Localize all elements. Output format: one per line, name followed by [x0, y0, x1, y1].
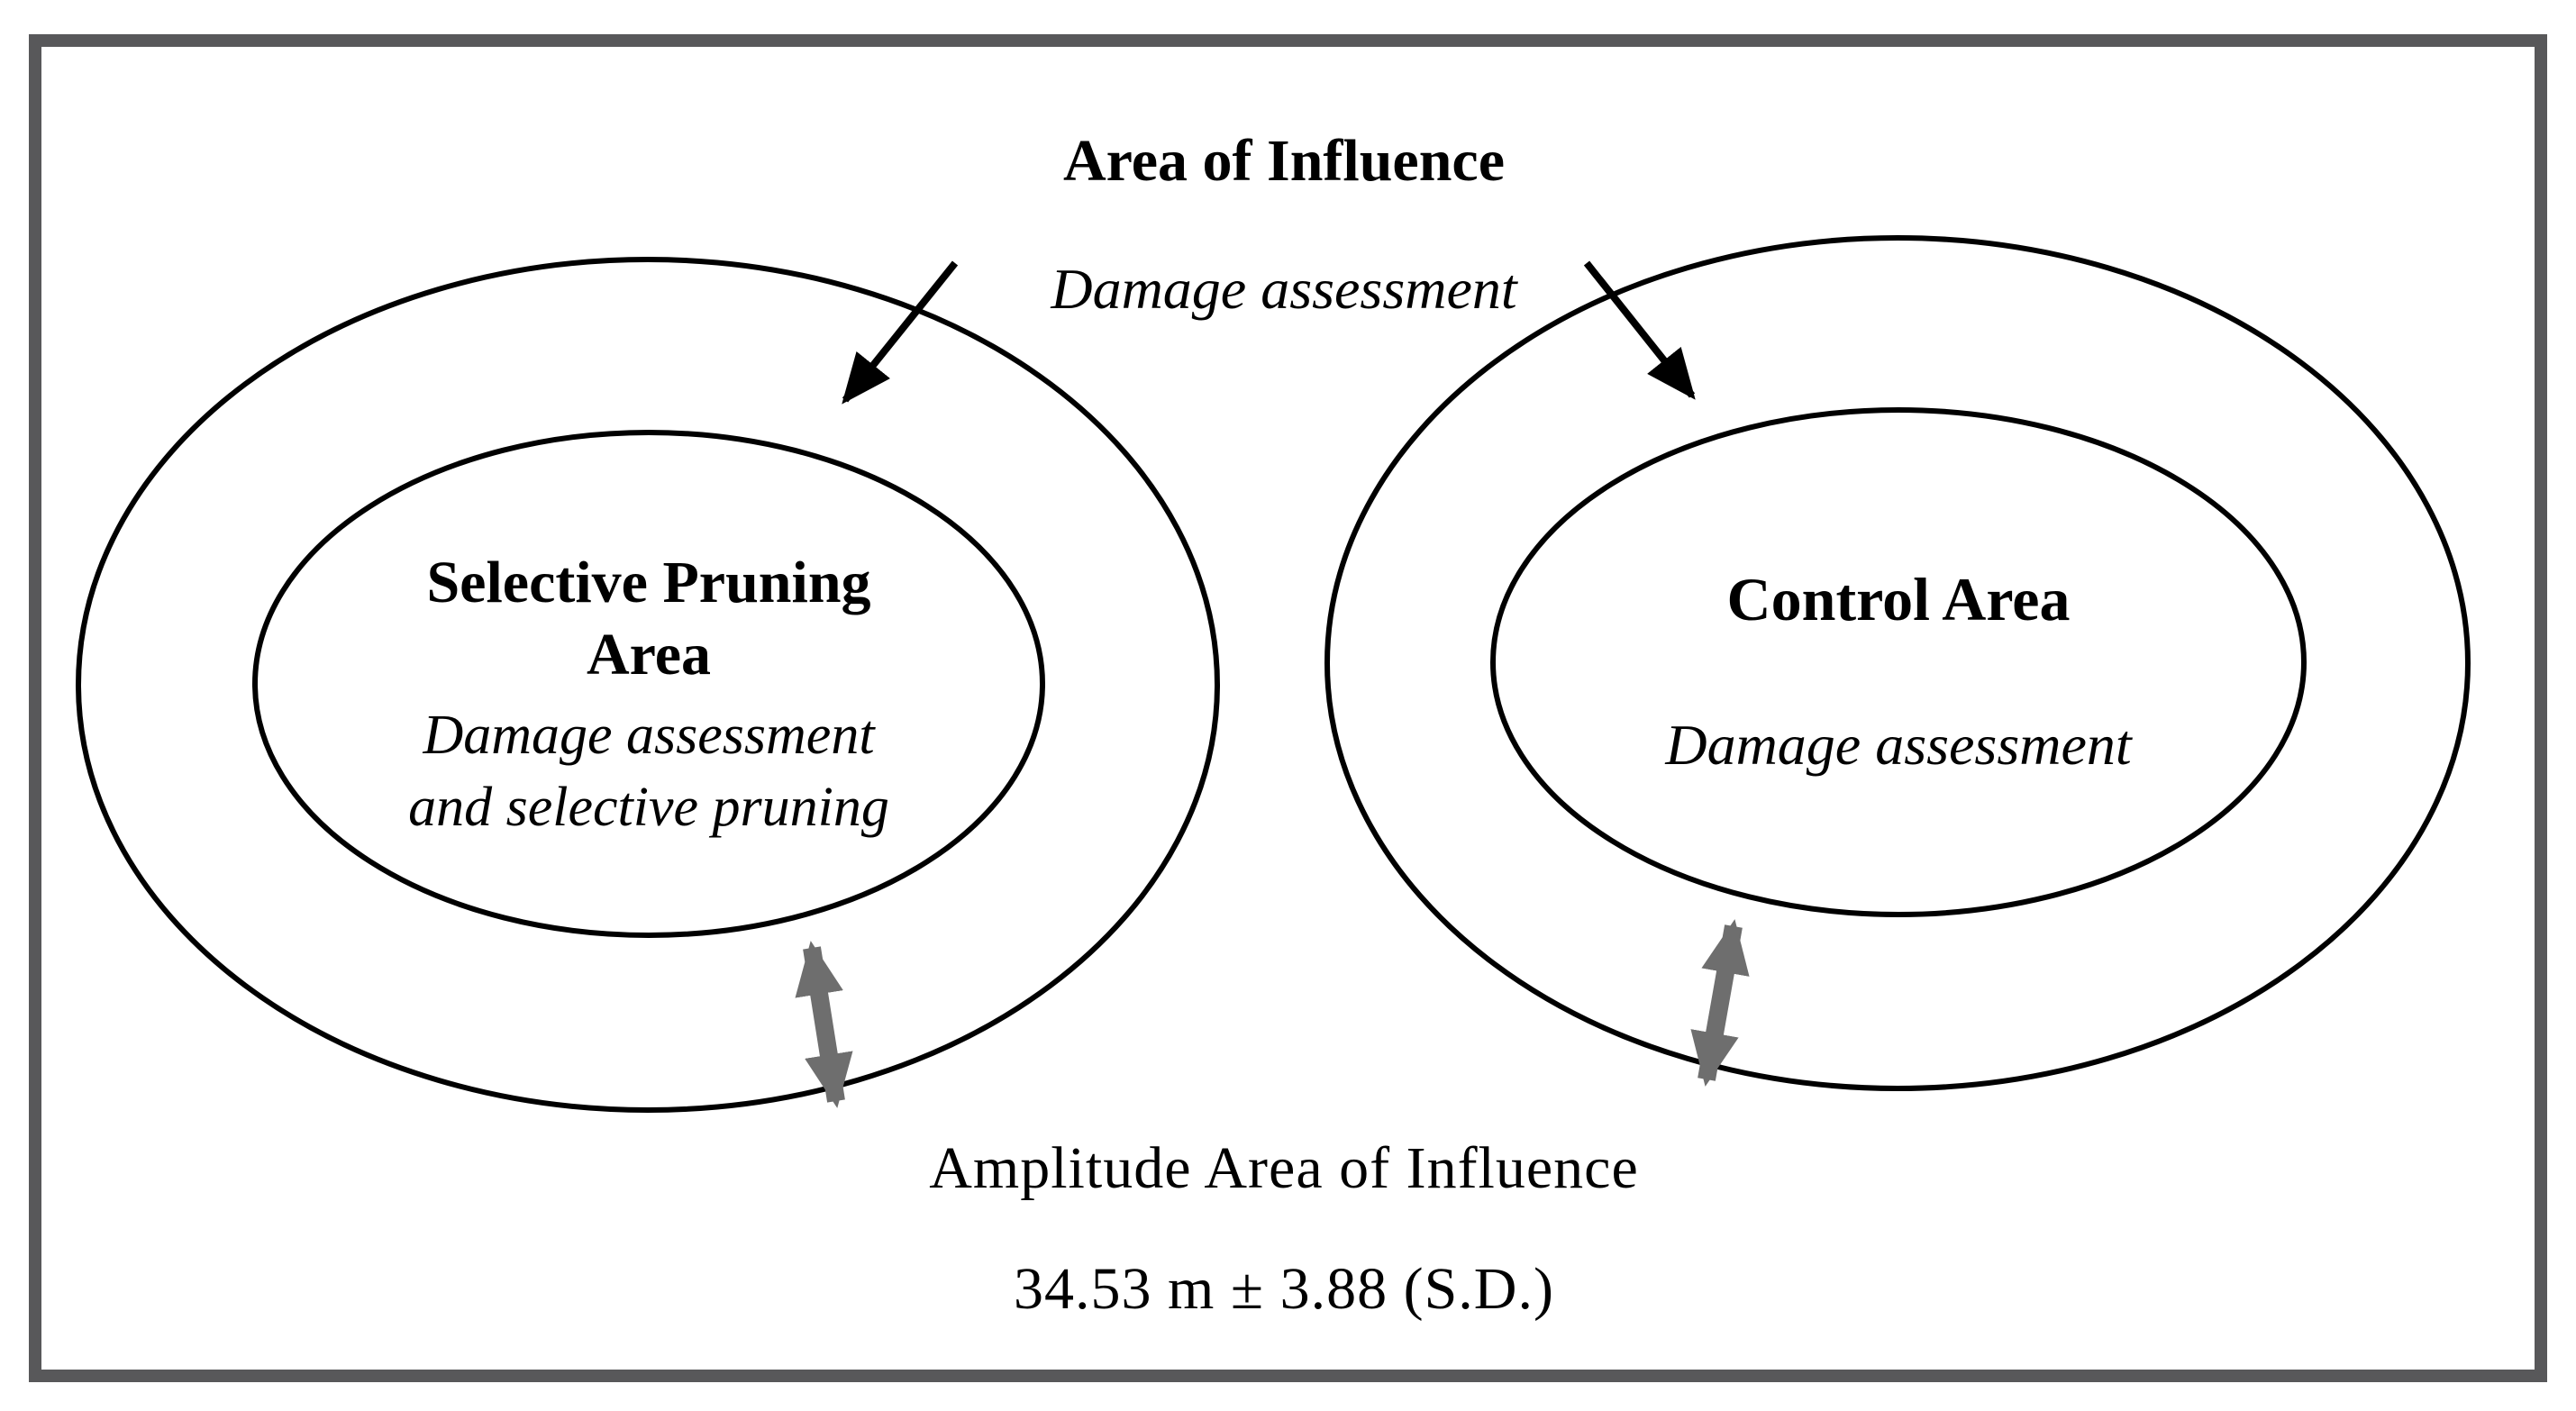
figure-title: Area of Influence [1063, 128, 1505, 194]
figure-border [29, 34, 2547, 1382]
selective-pruning-note-line1: Damage assessment [422, 705, 876, 766]
right-inner-ellipse-control-area [1490, 407, 2307, 917]
left-inner-ellipse-selective-pruning-area [252, 430, 1045, 938]
selective-pruning-title-line2: Area [587, 622, 711, 687]
amplitude-label: Amplitude Area of Influence [929, 1135, 1639, 1201]
selective-pruning-title-line1: Selective Pruning [426, 550, 870, 615]
right-outer-ellipse-area-of-influence [1324, 235, 2471, 1091]
control-area-note: Damage assessment [1664, 713, 2134, 777]
amplitude-double-arrow-left-icon [795, 941, 853, 1108]
amplitude-value: 34.53 m ± 3.88 (S.D.) [1014, 1256, 1554, 1322]
damage-assessment-arrow-right-icon [1583, 260, 1696, 400]
top-annotation-label: Damage assessment [1050, 257, 1519, 321]
amplitude-double-arrow-right-icon [1690, 919, 1750, 1087]
damage-assessment-arrow-left-icon [842, 260, 959, 405]
control-area-title: Control Area [1727, 565, 2071, 633]
left-outer-ellipse-area-of-influence [76, 257, 1220, 1113]
selective-pruning-note-line2: and selective pruning [408, 777, 889, 838]
